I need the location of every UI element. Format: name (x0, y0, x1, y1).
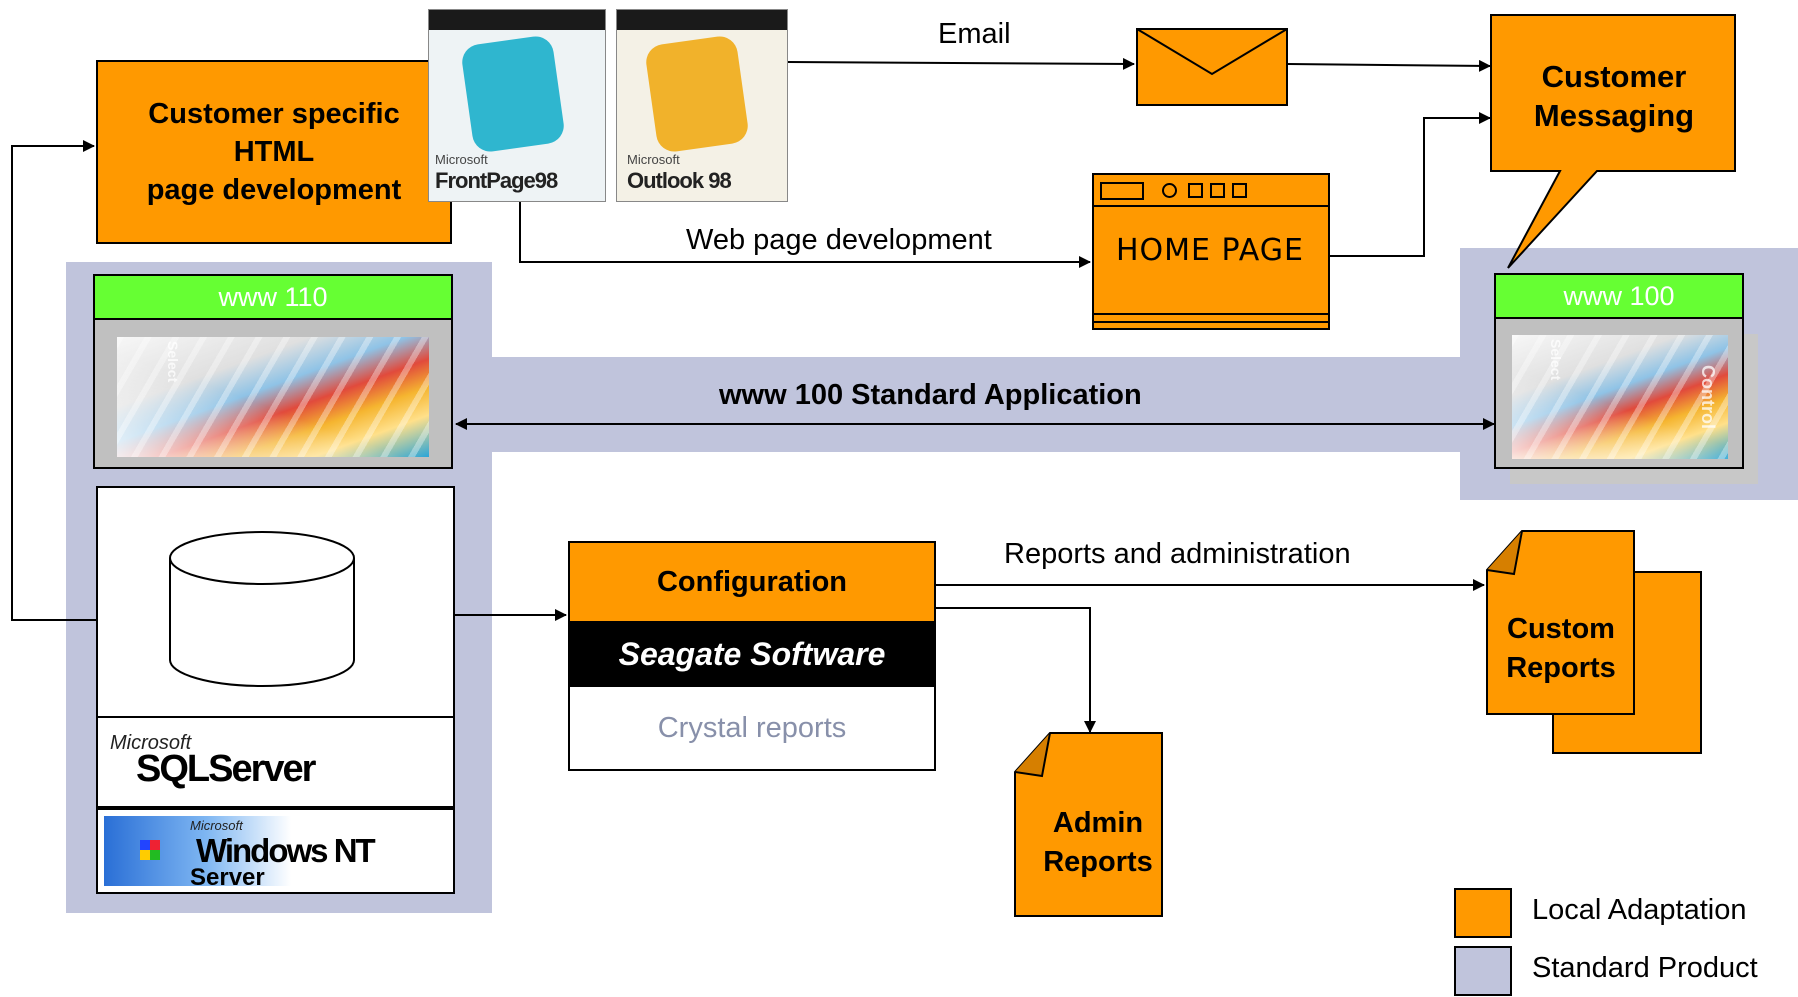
email-label: Email (938, 18, 1011, 50)
reports-administration-label: Reports and administration (1004, 538, 1351, 570)
www110-splash-texture (117, 337, 429, 457)
web-page-development-label: Web page development (686, 224, 992, 256)
home-page-to-messaging-line (1330, 112, 1491, 257)
windows-nt-blue-frame (104, 816, 444, 886)
home-page-title: HOME PAGE (1116, 233, 1304, 268)
sql-server-logo: Microsoft SQLServer (96, 718, 455, 808)
outlook-98-box: Microsoft Outlook 98 (616, 9, 788, 202)
home-page-window: HOME PAGE (1092, 173, 1330, 330)
www110-titlebar: www 110 (95, 276, 451, 320)
home-page-bottom-rule (1094, 313, 1328, 315)
www100-splash-word-select: Select (1548, 339, 1564, 381)
envelope-icon (1136, 28, 1288, 106)
admin-reports-label: Admin Reports (1043, 807, 1153, 878)
email-line (787, 57, 1135, 70)
outlook-puzzle-icon (643, 34, 751, 154)
crystal-reports-box: Crystal reports (568, 687, 936, 771)
frontpage-maker: Microsoft (435, 152, 488, 167)
frontpage-98-box: Microsoft FrontPage98 (428, 9, 606, 202)
home-page-titlebar (1094, 175, 1328, 207)
windows-nt-subtitle: Server (190, 864, 265, 891)
www110-splash-word-select: Select (165, 341, 181, 383)
home-page-square-button-icon (1232, 183, 1247, 198)
outlook-maker: Microsoft (627, 152, 680, 167)
frontpage-puzzle-icon (459, 34, 567, 154)
seagate-software-logo: Seagate Software (568, 621, 936, 687)
configuration-box: Configuration (568, 541, 936, 623)
www110-splash-image: Select (117, 337, 429, 457)
configuration-to-admin-reports-line (936, 607, 1096, 733)
sql-server-product: SQLServer (136, 748, 316, 790)
home-page-circle-button-icon (1162, 183, 1177, 198)
www100-splash-word-control: Control (1698, 365, 1718, 429)
legend-label-local-adaptation: Local Adaptation (1532, 894, 1747, 926)
legend-swatch-standard-product (1454, 946, 1512, 996)
envelope-to-messaging-line (1287, 59, 1491, 72)
database-cylinder-icon (169, 531, 355, 687)
www100-splash-image: Select Control (1512, 335, 1728, 459)
home-page-address-field (1100, 182, 1144, 200)
custom-reports-document-icon (1486, 530, 1635, 715)
frontpage-product: FrontPage98 (435, 168, 558, 193)
home-page-square-button-icon (1210, 183, 1225, 198)
standard-application-label: www 100 Standard Application (719, 379, 1142, 411)
windows-nt-server-logo: Microsoft Windows NT Server (96, 808, 455, 894)
custom-reports-label: Custom Reports (1506, 613, 1616, 684)
www100-titlebar: www 100 (1496, 275, 1742, 319)
www100-splash-texture (1512, 335, 1728, 459)
windows-nt-product: Windows NT (196, 832, 376, 869)
outlook-product: Outlook 98 (627, 168, 732, 193)
customer-messaging-bubble-shape (1490, 14, 1736, 269)
admin-reports-document-icon (1014, 732, 1163, 917)
customer-html-development-box: Customer specific HTML page development (96, 60, 452, 244)
customer-messaging-label: Customer Messaging (1533, 59, 1695, 133)
www100-window: www 100 Select Control (1494, 273, 1744, 469)
www110-window: www 110 Select (93, 274, 453, 469)
standard-application-band (492, 357, 1462, 452)
home-page-square-button-icon (1188, 183, 1203, 198)
legend: Local Adaptation Standard Product (1454, 888, 1794, 996)
sql-server-maker: Microsoft (110, 732, 192, 754)
windows-nt-maker: Microsoft (190, 818, 243, 833)
home-page-bottom-rule (1094, 321, 1328, 323)
windows-flag-icon (140, 840, 160, 860)
legend-swatch-local-adaptation (1454, 888, 1512, 938)
legend-label-standard-product: Standard Product (1532, 952, 1758, 984)
seagate-software-text: Seagate Software (618, 635, 886, 672)
